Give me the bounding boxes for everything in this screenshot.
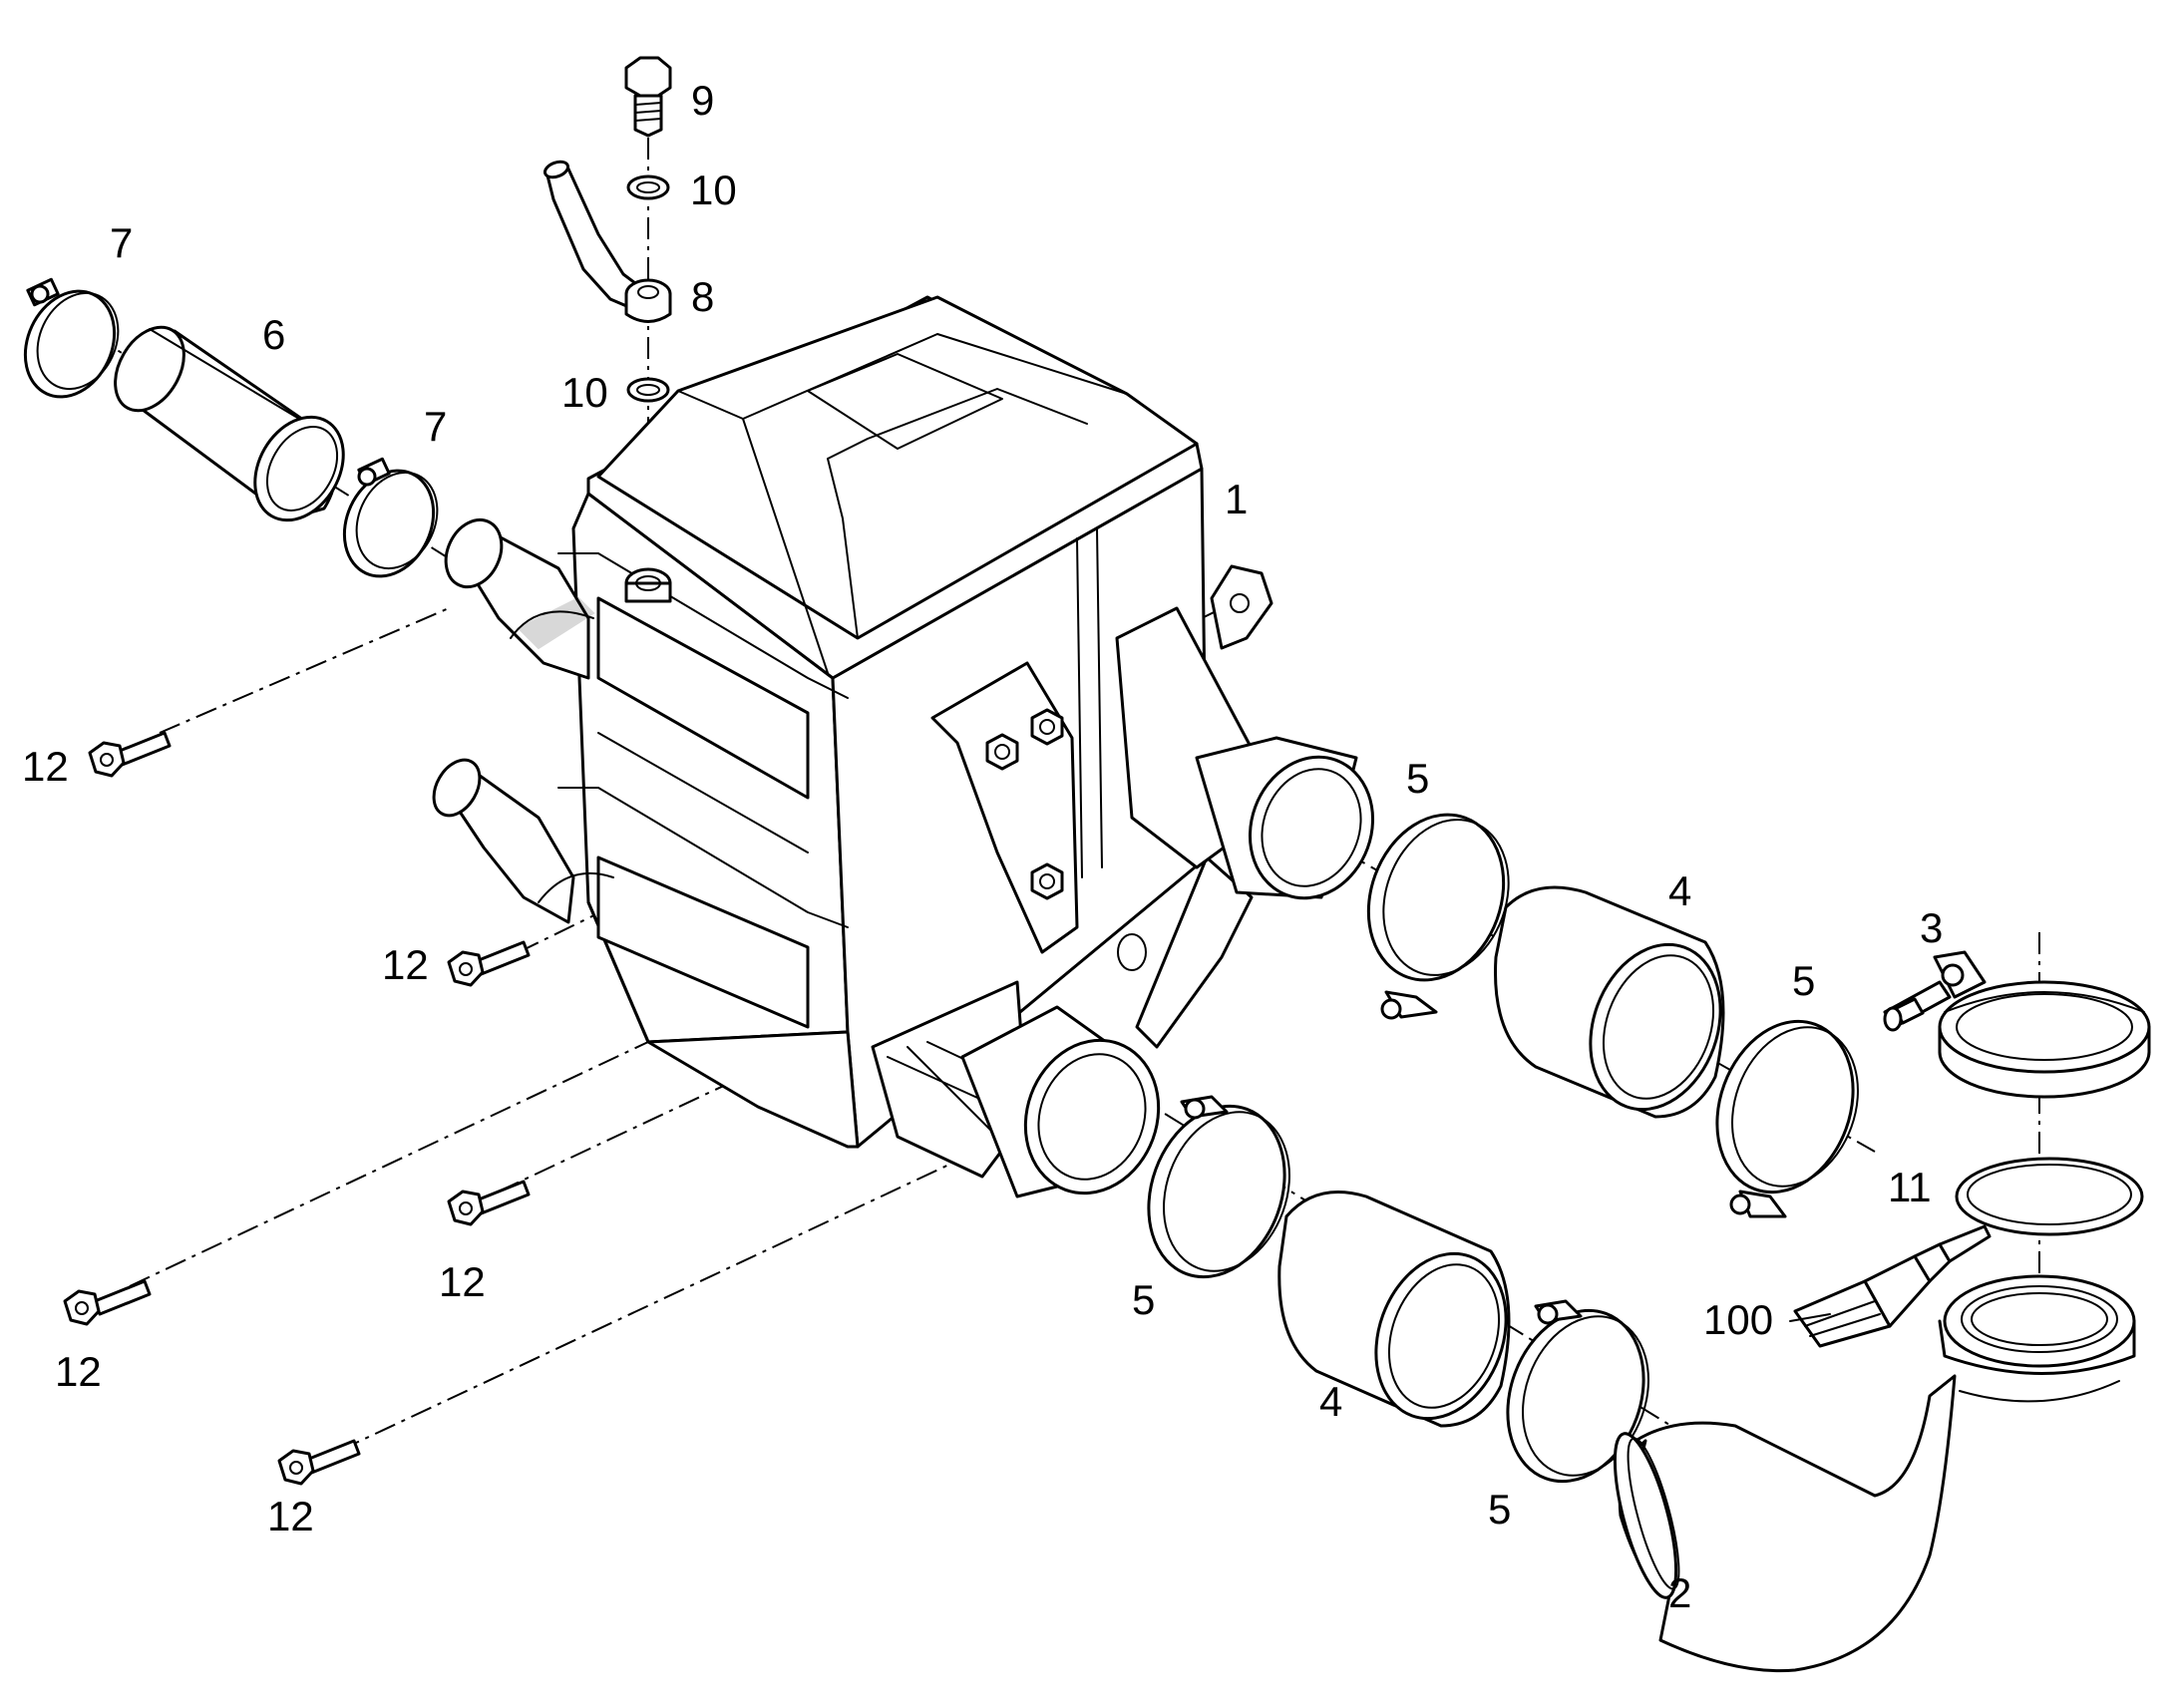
v-band-clamp — [1883, 950, 2151, 1099]
callout-7-right: 7 — [424, 403, 447, 450]
sealing-washer-upper — [626, 174, 670, 200]
bracket-bolt — [1030, 708, 1064, 746]
callout-5-upper-right: 5 — [1792, 957, 1815, 1004]
callout-5-lower-right: 5 — [1488, 1486, 1511, 1533]
callout-7-left: 7 — [110, 219, 133, 266]
flange-bolt-2 — [447, 940, 531, 987]
o-ring — [1955, 1157, 2144, 1236]
flange-bolt-5 — [277, 1439, 361, 1486]
callout-9: 9 — [691, 77, 714, 124]
callout-4-lower: 4 — [1319, 1378, 1342, 1425]
callout-6: 6 — [262, 311, 285, 358]
short-hose — [114, 325, 345, 522]
large-hose-upper — [1494, 885, 1725, 1119]
hose-clamp-large-lower-left — [1147, 1095, 1290, 1279]
flange-bolt-4 — [63, 1279, 152, 1326]
callout-labels: 9 10 8 10 7 6 7 1 12 12 12 12 12 5 4 5 3… — [22, 77, 1943, 1616]
hose-clamp-small-left — [23, 277, 120, 399]
callout-100: 100 — [1703, 1296, 1773, 1343]
callout-10-upper: 10 — [690, 167, 737, 213]
intercooler-body — [432, 295, 1375, 1198]
callout-8: 8 — [691, 273, 714, 320]
callout-1: 1 — [1225, 476, 1248, 522]
callout-12-c: 12 — [439, 1258, 486, 1305]
sealing-washer-lower — [626, 377, 670, 403]
callout-4-upper: 4 — [1668, 867, 1691, 914]
callout-11: 11 — [1888, 1164, 1932, 1210]
hose-clamp-large-lower-right — [1506, 1299, 1649, 1484]
callout-2: 2 — [1668, 1569, 1691, 1616]
callout-12-a: 12 — [22, 743, 69, 790]
callout-5-upper-left: 5 — [1406, 755, 1429, 802]
flange-bolt-3 — [447, 1180, 531, 1226]
banjo-fitting-hose — [543, 160, 672, 323]
bracket-bolt — [1030, 862, 1064, 900]
flange-bolt-1 — [88, 731, 172, 778]
large-hose-lower — [1277, 1191, 1511, 1428]
callout-12-d: 12 — [55, 1348, 102, 1395]
sealant-tube — [1793, 1224, 1992, 1348]
callout-12-b: 12 — [382, 941, 429, 988]
leader-lines — [1789, 1313, 1831, 1322]
callout-10-lower: 10 — [561, 369, 608, 416]
banjo-bolt — [624, 56, 672, 138]
hose-clamp-small-right — [342, 457, 439, 578]
callout-3: 3 — [1920, 904, 1943, 951]
elbow-pipe — [1613, 1274, 2136, 1673]
bracket-bolt — [985, 733, 1019, 771]
callout-12-e: 12 — [267, 1493, 314, 1539]
hose-clamp-large-upper-left — [1366, 813, 1510, 1020]
callout-5-lower-left: 5 — [1132, 1276, 1155, 1323]
hose-clamp-large-upper-right — [1715, 1019, 1859, 1218]
